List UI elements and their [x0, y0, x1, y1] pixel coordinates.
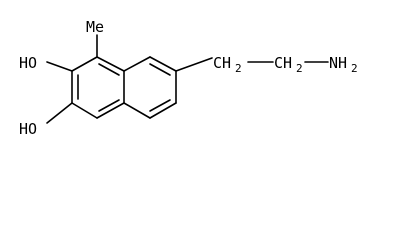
- double-bond-c1-c8a: [98, 63, 120, 76]
- bond-c3-c4: [71, 102, 98, 119]
- methylene-subscript-2: 2: [296, 62, 303, 75]
- bond-c5-c4a: [123, 102, 151, 119]
- methylene-label-2: CH: [274, 54, 292, 72]
- bond-c4-c4a: [96, 102, 125, 119]
- chemical-structure: Me HO HO CH 2 CH 2 NH 2: [19, 18, 358, 138]
- double-bond-c6-c5: [149, 99, 171, 112]
- structure-canvas: Me HO HO CH 2 CH 2 NH 2: [19, 18, 358, 138]
- bond-c8a-c8: [123, 56, 151, 72]
- double-bond-c8-c7: [149, 63, 171, 76]
- methyl-label: Me: [86, 18, 104, 36]
- bond-c3-hydroxyl: [46, 102, 73, 124]
- bond-c1-c2: [71, 56, 98, 72]
- hydroxyl-label-bottom: HO: [19, 120, 37, 138]
- bond-c2-hydroxyl: [46, 61, 73, 72]
- bond-c6-c5: [149, 102, 177, 119]
- bond-c7-ch2: [175, 57, 213, 72]
- bond-c8-c7: [149, 56, 177, 72]
- methylene-subscript-1: 2: [235, 62, 242, 75]
- methylene-label-1: CH: [213, 54, 231, 72]
- amine-subscript: 2: [351, 62, 358, 75]
- hydroxyl-label-top: HO: [19, 54, 37, 72]
- amine-label: NH: [329, 54, 347, 72]
- double-bond-c4-c4a: [98, 99, 120, 112]
- bond-c8a-c1: [96, 56, 125, 72]
